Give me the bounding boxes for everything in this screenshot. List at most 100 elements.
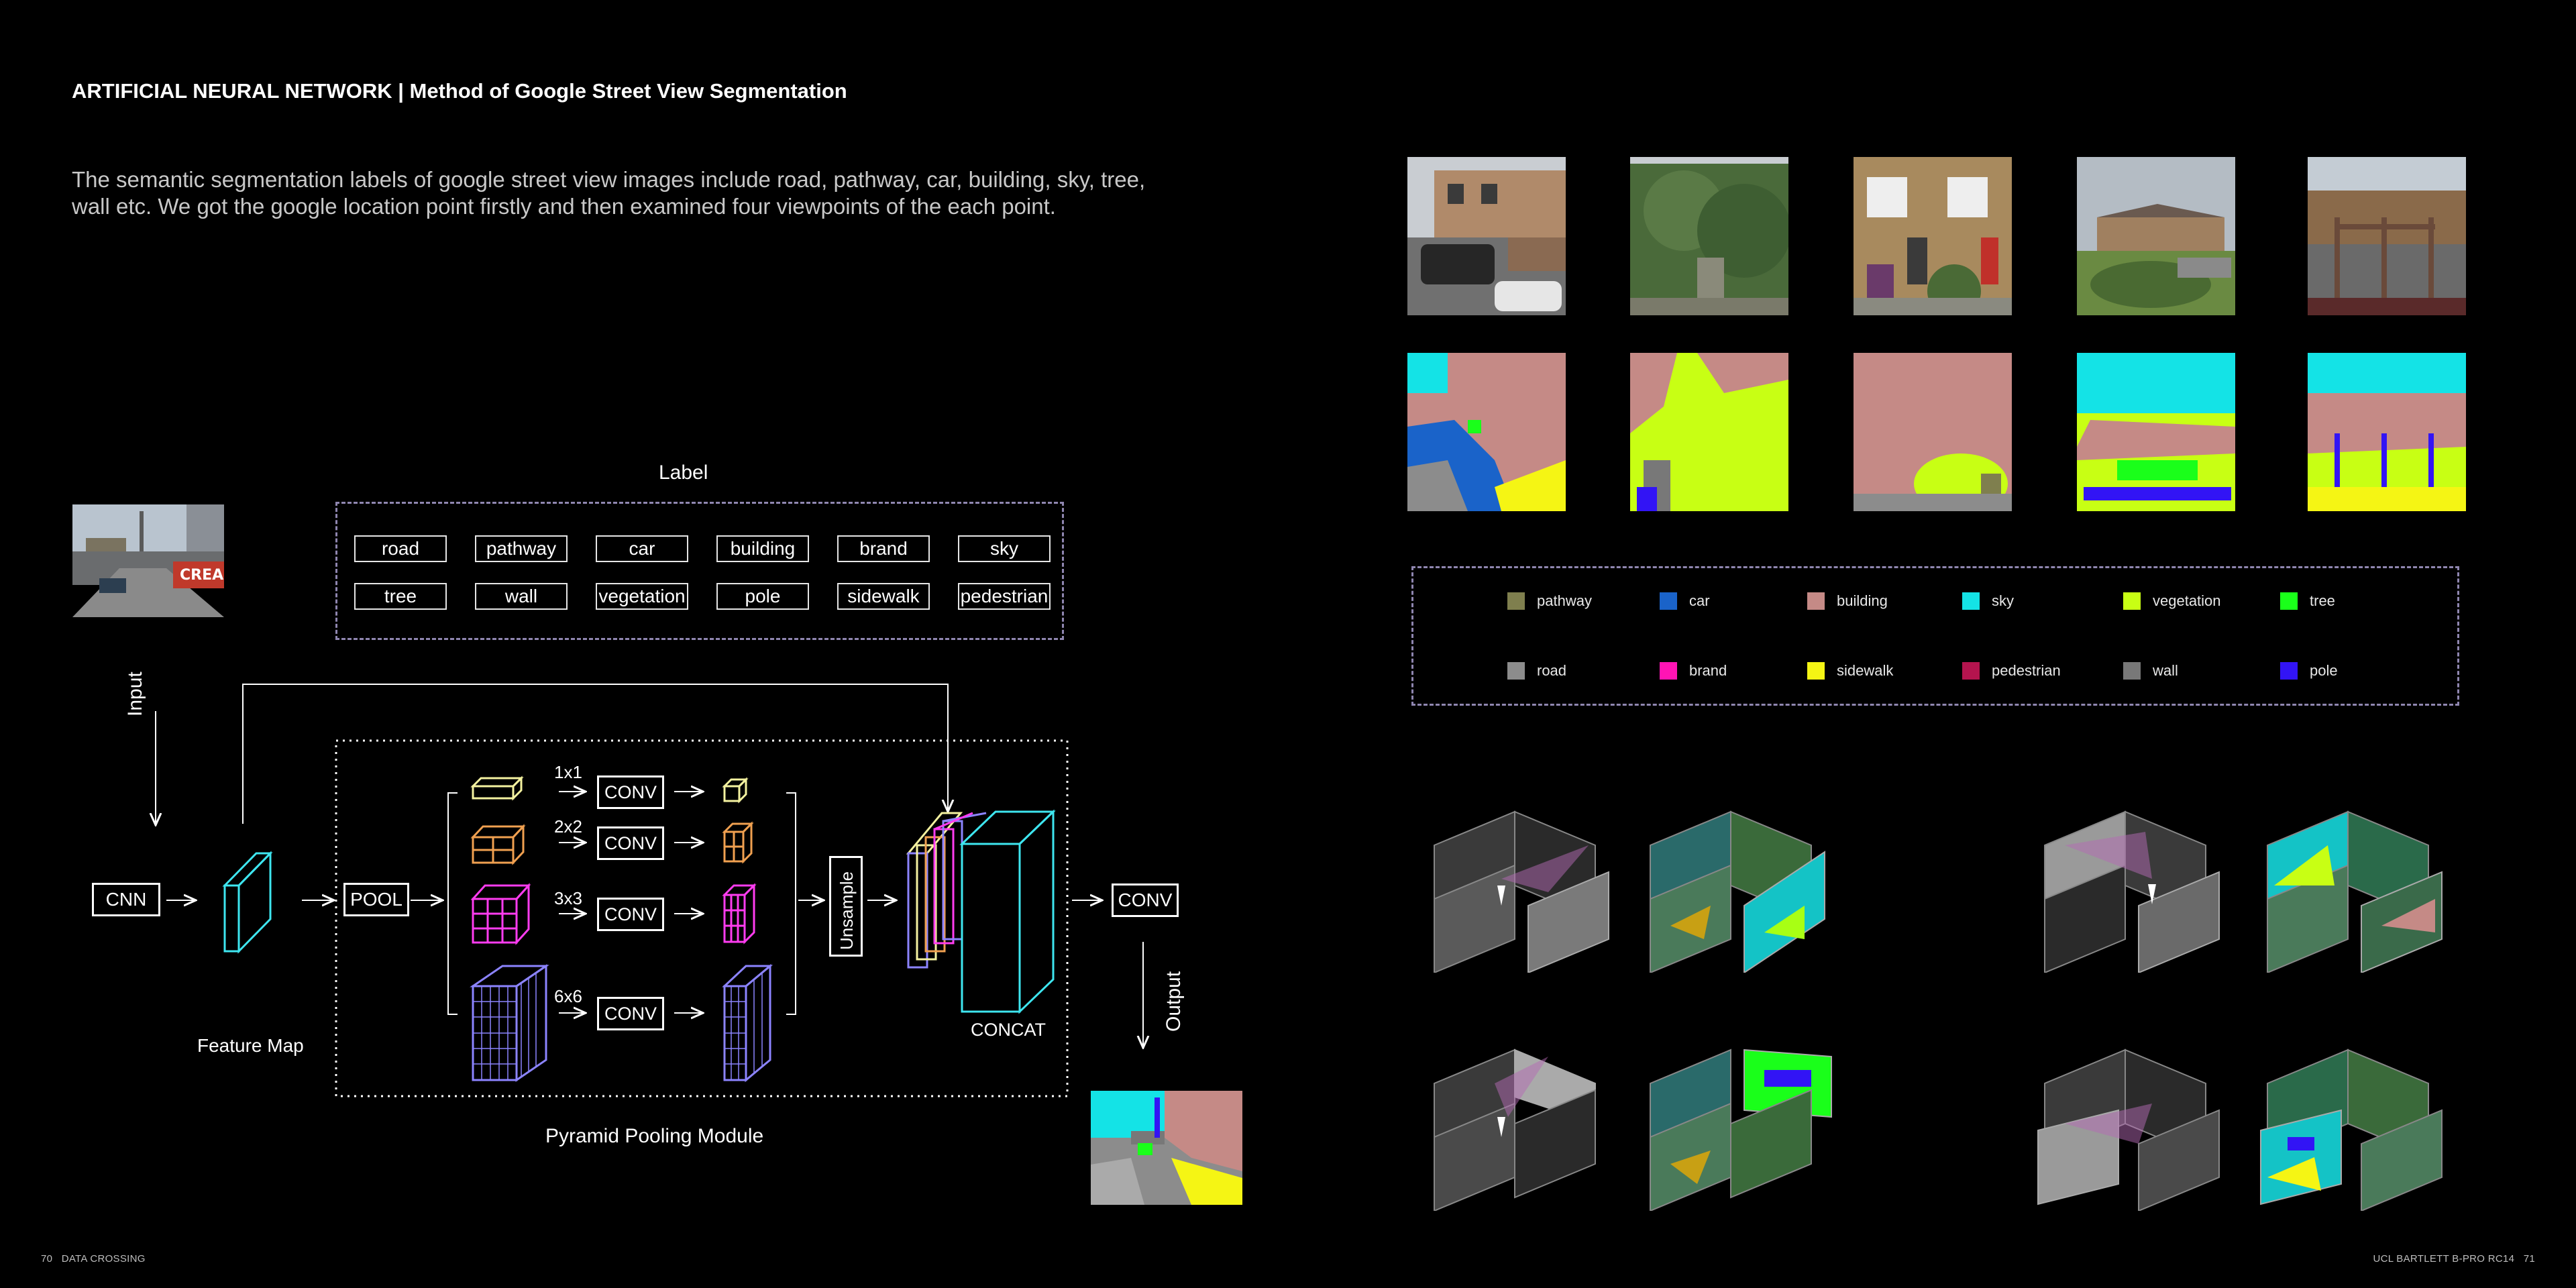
label-tag: tree xyxy=(354,583,447,610)
input-street-image: CREA xyxy=(72,504,224,617)
page-number-right: 71 xyxy=(2523,1253,2535,1265)
legend-swatch xyxy=(2123,662,2141,680)
label-tag: wall xyxy=(475,583,568,610)
viewpoint-grayscale-view xyxy=(1434,810,1609,973)
conv-box-6x6: CONV xyxy=(597,997,664,1030)
pooled-block-1x1 xyxy=(470,775,524,801)
ppm-label: Pyramid Pooling Module xyxy=(545,1125,764,1147)
right-bracket xyxy=(786,792,796,1015)
segmentation-map xyxy=(2077,353,2235,511)
viewpoint-grayscale-view xyxy=(1434,1049,1596,1211)
viewpoint-segmentation-view xyxy=(2267,810,2443,973)
legend-swatch xyxy=(1962,592,1980,610)
conv-box-3x3: CONV xyxy=(597,898,664,931)
page-number-left: 70 xyxy=(41,1253,53,1265)
final-conv-box: CONV xyxy=(1112,883,1179,917)
network-diagram xyxy=(0,684,1275,1097)
pooled-block-3x3 xyxy=(470,883,531,945)
street-photo xyxy=(1407,157,1566,315)
footer-left: 70 DATA CROSSING xyxy=(41,1253,146,1265)
footer-right: UCL BARTLETT B-PRO RC14 71 xyxy=(2373,1253,2535,1265)
skip-connection-line xyxy=(242,684,948,824)
scale-label-2x2: 2x2 xyxy=(554,816,582,837)
feature-map-icon xyxy=(222,851,273,954)
viewpoint-grayscale-view xyxy=(2037,1049,2220,1211)
legend-swatch xyxy=(2123,592,2141,610)
segmentation-map xyxy=(1407,353,1566,511)
viewpoint-grayscale-view xyxy=(2044,810,2220,973)
legend-swatch xyxy=(1807,592,1825,610)
cnn-box: CNN xyxy=(92,883,160,916)
svg-text:CREA: CREA xyxy=(180,567,223,584)
legend-swatch xyxy=(1660,592,1677,610)
label-tag: car xyxy=(596,535,688,562)
label-tag: pathway xyxy=(475,535,568,562)
viewpoint-segmentation-view xyxy=(1650,1049,1832,1211)
unsample-label: Unsample xyxy=(837,871,857,950)
scale-label-3x3: 3x3 xyxy=(554,888,582,908)
legend-item: tree xyxy=(2280,592,2335,610)
label-tag: pedestrian xyxy=(958,583,1051,610)
legend-swatch xyxy=(1507,662,1525,680)
legend-item: building xyxy=(1807,592,1888,610)
conv-block-3x3 xyxy=(722,883,757,945)
segmentation-map xyxy=(1630,353,1788,511)
label-panel-title: Label xyxy=(659,462,708,484)
legend-item: sky xyxy=(1962,592,2014,610)
pooled-block-2x2 xyxy=(470,824,526,865)
output-segmentation-image xyxy=(1091,1091,1242,1205)
legend-swatch xyxy=(2280,592,2298,610)
legend-item: car xyxy=(1660,592,1710,610)
conv-box-2x2: CONV xyxy=(597,826,664,860)
conv-block-1x1 xyxy=(722,777,749,804)
scale-label-1x1: 1x1 xyxy=(554,762,582,782)
viewpoint-segmentation-view xyxy=(2260,1049,2443,1211)
label-tag: vegetation xyxy=(596,583,688,610)
ppm-box xyxy=(335,739,1069,1097)
legend-item: sidewalk xyxy=(1807,662,1893,680)
label-tag: pole xyxy=(716,583,809,610)
label-tag: road xyxy=(354,535,447,562)
conv-box-1x1: CONV xyxy=(597,775,664,809)
street-photo xyxy=(1854,157,2012,315)
viewpoint-segmentation-view xyxy=(1650,810,1825,973)
pooled-block-6x6 xyxy=(470,964,549,1082)
conv-block-6x6 xyxy=(722,963,773,1083)
footer-left-text: DATA CROSSING xyxy=(61,1253,146,1265)
segmentation-legend: pathway car building sky vegetation tree… xyxy=(1411,566,2459,706)
pool-box: POOL xyxy=(343,883,409,916)
legend-item: brand xyxy=(1660,662,1727,680)
legend-swatch xyxy=(1507,592,1525,610)
legend-swatch xyxy=(1660,662,1677,680)
street-photo xyxy=(1630,157,1788,315)
concat-label: CONCAT xyxy=(971,1020,1046,1040)
segmentation-map xyxy=(1854,353,2012,511)
street-photo xyxy=(2308,157,2466,315)
legend-swatch xyxy=(1807,662,1825,680)
street-photo xyxy=(2077,157,2235,315)
label-tag: sidewalk xyxy=(837,583,930,610)
output-label: Output xyxy=(1163,971,1185,1032)
legend-item: wall xyxy=(2123,662,2178,680)
feature-map-label: Feature Map xyxy=(197,1035,304,1056)
legend-swatch xyxy=(1962,662,1980,680)
legend-item: road xyxy=(1507,662,1566,680)
page-title: ARTIFICIAL NEURAL NETWORK | Method of Go… xyxy=(72,79,847,103)
legend-item: pole xyxy=(2280,662,2338,680)
label-tag: brand xyxy=(837,535,930,562)
legend-item: pathway xyxy=(1507,592,1592,610)
input-label: Input xyxy=(124,672,146,716)
label-panel: road pathway car building brand sky tree… xyxy=(335,502,1064,640)
concat-block xyxy=(906,809,1056,1014)
page-description: The semantic segmentation labels of goog… xyxy=(72,167,1146,219)
conv-block-2x2 xyxy=(722,821,754,864)
legend-item: vegetation xyxy=(2123,592,2221,610)
legend-item: pedestrian xyxy=(1962,662,2061,680)
legend-swatch xyxy=(2280,662,2298,680)
segmentation-map xyxy=(2308,353,2466,511)
label-tag: building xyxy=(716,535,809,562)
label-tag: sky xyxy=(958,535,1051,562)
unsample-box: Unsample xyxy=(829,856,863,957)
footer-right-text: UCL BARTLETT B-PRO RC14 xyxy=(2373,1253,2515,1265)
scale-label-6x6: 6x6 xyxy=(554,986,582,1006)
